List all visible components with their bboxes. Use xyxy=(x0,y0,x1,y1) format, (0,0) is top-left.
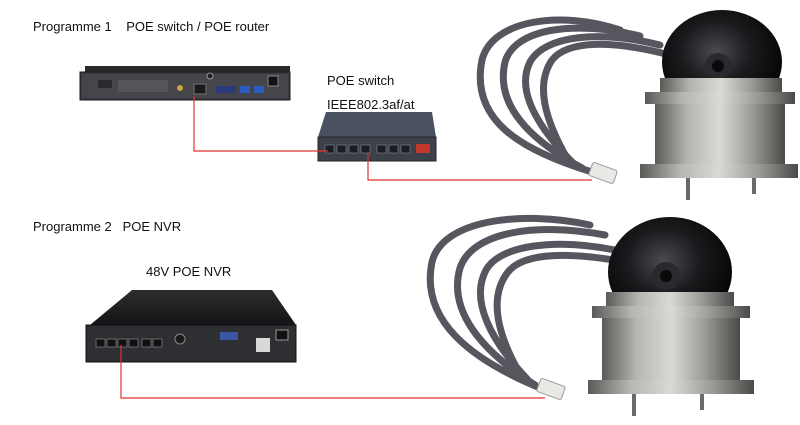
dome-camera-1 xyxy=(640,10,798,200)
dome-camera-2 xyxy=(588,217,754,416)
poe-switch-label: POE switch xyxy=(327,73,395,88)
camera-1-cable-coil xyxy=(476,16,674,176)
poe-router-device xyxy=(79,66,291,101)
poe-switch-device xyxy=(317,112,437,162)
rj45-connector-1 xyxy=(588,162,618,184)
cable-router-to-switch xyxy=(193,96,328,152)
poe-switch-standard-label: IEEE802.3af/at xyxy=(327,97,415,112)
camera-2-cable-coil xyxy=(426,214,629,394)
poe-nvr-device xyxy=(85,290,297,363)
nvr-label: 48V POE NVR xyxy=(146,264,232,279)
programme-1-title: Programme 1 POE switch / POE router xyxy=(33,19,270,34)
cable-nvr-to-camera-2 xyxy=(120,345,545,399)
rj45-connector-2 xyxy=(536,378,566,400)
programme-2-title: Programme 2 POE NVR xyxy=(33,219,182,234)
cable-switch-to-camera-1 xyxy=(367,153,592,181)
